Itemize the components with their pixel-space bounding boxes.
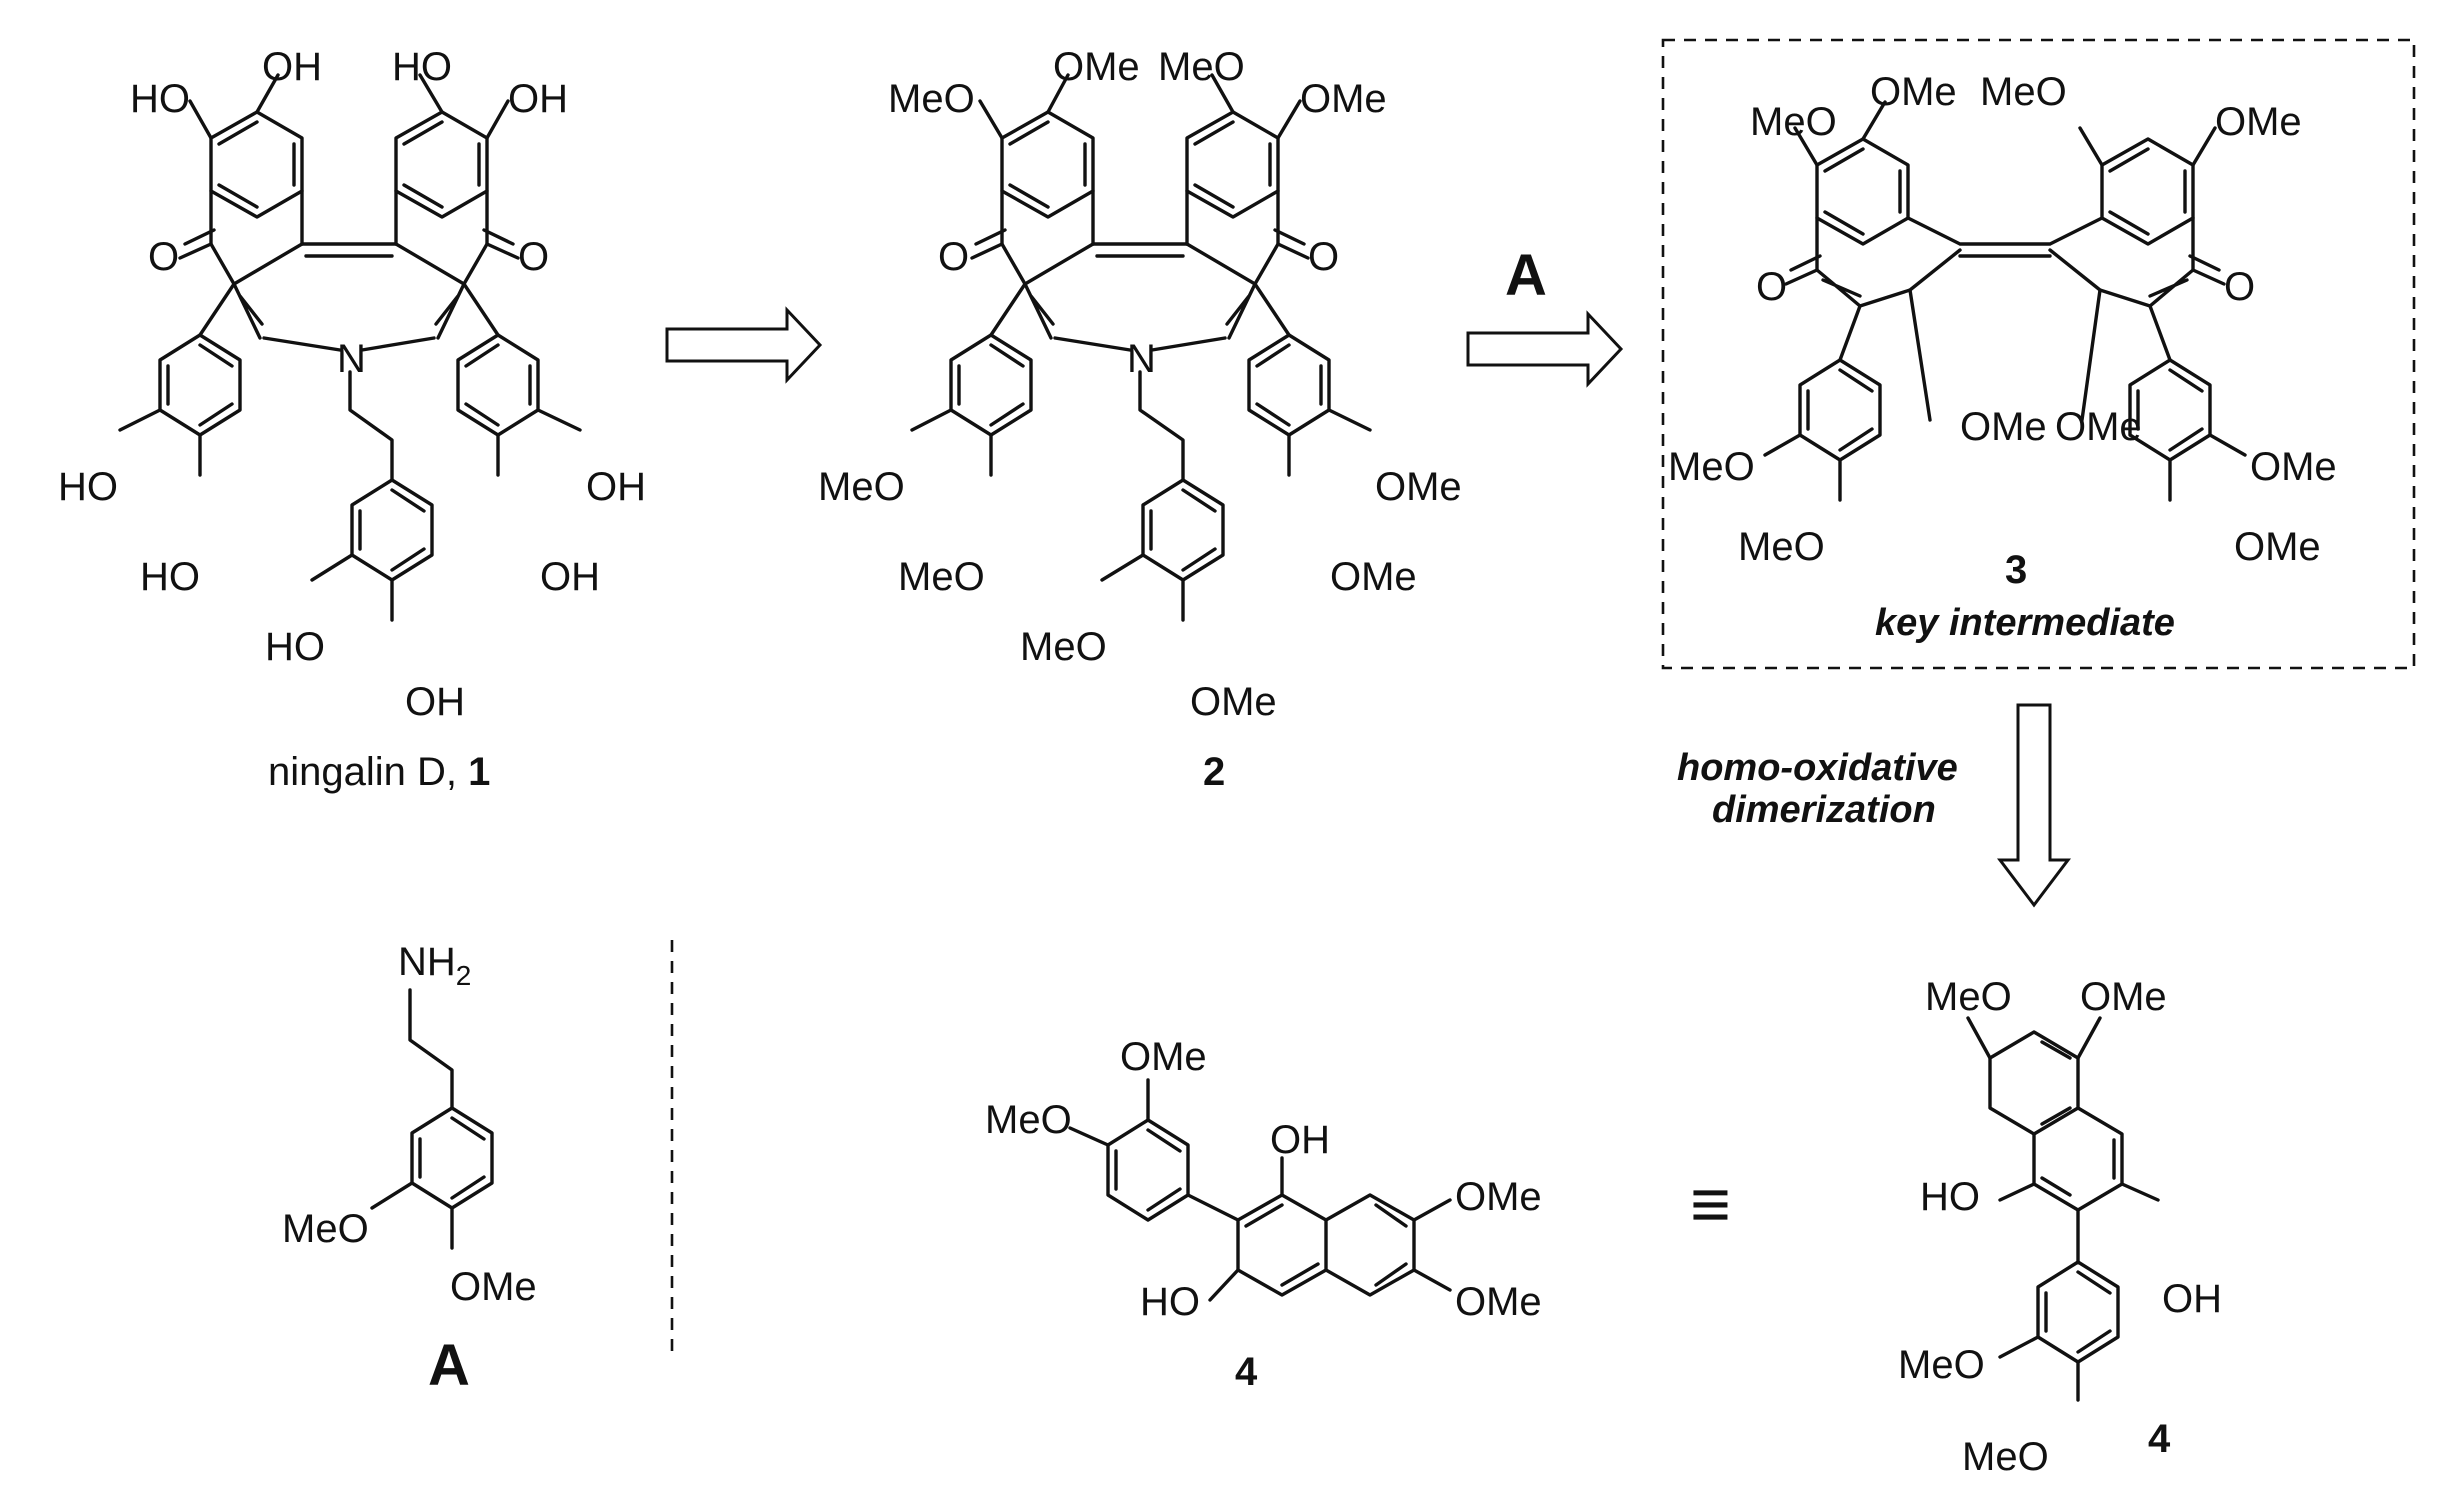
compound-4-right-label-MeO: MeO (1898, 1343, 1985, 1387)
compound-1-label-HO: HO (130, 77, 190, 121)
equivalence-symbol: ≡ (1690, 1165, 1731, 1243)
compound-1-label-OH: OH (405, 680, 465, 724)
compound-1-label-OH: OH (508, 77, 568, 121)
compound-2-label-MeO: MeO (1020, 625, 1107, 669)
compound-3-label-MeO: MeO (1980, 70, 2067, 114)
compound-3-label-OMe: OMe (2055, 405, 2142, 449)
arrow-reagent-label: A (1505, 243, 1547, 308)
compound-3-label-MeO: MeO (1750, 100, 1837, 144)
compound-2-label-OMe: OMe (1375, 465, 1462, 509)
compound-2-label-MeO: MeO (898, 555, 985, 599)
compound-3-label-O: O (2224, 265, 2255, 309)
compound-1-label-HO: HO (392, 45, 452, 89)
key-intermediate-box (1661, 38, 2416, 670)
compound-3-label-OMe: OMe (1870, 70, 1957, 114)
compound-1-label-OH: OH (586, 465, 646, 509)
compound-4-left-label-MeO: MeO (985, 1098, 1072, 1142)
compound-1-label-N: N (337, 337, 366, 381)
compound-4-left-label-OMe: OMe (1120, 1035, 1207, 1079)
compound-2-label-O: O (1308, 235, 1339, 279)
reagent-A-label-OMe: OMe (450, 1265, 537, 1309)
retrosynthesis-arrow-2 (1466, 310, 1624, 388)
compound-3-caption: key intermediate (1875, 602, 2175, 644)
reagent-A-label: A (428, 1333, 470, 1398)
compound-2-label-MeO: MeO (818, 465, 905, 509)
compound-3-label-O: O (1756, 265, 1787, 309)
compound-4-left-label-OH: OH (1270, 1118, 1330, 1162)
compound-2-label-MeO: MeO (1158, 45, 1245, 89)
step-label-line-2: dimerization (1712, 789, 1936, 831)
compound-1-label-O: O (518, 235, 549, 279)
compound-2-structure: MeO OMe MeO OMe O O N MeO MeO OMe OMe Me… (818, 45, 1462, 794)
compound-2-label-N: N (1127, 337, 1156, 381)
compound-4-left-label-HO: HO (1140, 1280, 1200, 1324)
compound-2-label-O: O (938, 235, 969, 279)
compound-1-label-HO: HO (140, 555, 200, 599)
reagent-A-label-NH2: NH2 (398, 940, 471, 991)
reagent-A-structure: NH2 MeO OMe A (282, 940, 537, 1398)
compound-4-right-label-MeO: MeO (1925, 975, 2012, 1019)
compound-4-right-label-OMe: OMe (2080, 975, 2167, 1019)
compound-1-label-HO: HO (58, 465, 118, 509)
compound-2-label-OMe: OMe (1330, 555, 1417, 599)
compound-2-label-OMe: OMe (1053, 45, 1140, 89)
compound-1-label-HO: HO (265, 625, 325, 669)
step-label-line-1: homo-oxidative (1677, 747, 1958, 789)
compound-2-label-MeO: MeO (888, 77, 975, 121)
compound-3-structure: MeO OMe MeO OMe O O OMe OMe MeO MeO OMe … (1668, 70, 2337, 644)
compound-4-right-label-MeO: MeO (1962, 1435, 2049, 1479)
compound-4-right-label-HO: HO (1920, 1175, 1980, 1219)
compound-3-label-OMe: OMe (2250, 445, 2337, 489)
compound-4-left-structure: OMe MeO OH OMe OMe HO 4 (985, 1035, 1542, 1394)
compound-1-structure: HO OH HO OH O O N HO HO OH OH HO OH ning… (58, 45, 646, 794)
compound-1-caption: ningalin D, 1 (268, 750, 490, 794)
compound-3-label-OMe: OMe (1960, 405, 2047, 449)
compound-2-label-OMe: OMe (1300, 77, 1387, 121)
compound-3-label-OMe: OMe (2234, 525, 2321, 569)
compound-4-left-label-OMe: OMe (1455, 1175, 1542, 1219)
compound-2-number: 2 (1203, 750, 1225, 794)
retrosynthesis-arrow-1 (665, 306, 823, 384)
retrosynthesis-arrow-3 (1996, 703, 2072, 908)
compound-3-label-MeO: MeO (1738, 525, 1825, 569)
compound-2-label-OMe: OMe (1190, 680, 1277, 724)
compound-4-left-label-OMe: OMe (1455, 1280, 1542, 1324)
compound-1-label-OH: OH (540, 555, 600, 599)
compound-4-right-number: 4 (2148, 1417, 2171, 1461)
compound-4-left-number: 4 (1235, 1350, 1258, 1394)
reagent-A-label-MeO: MeO (282, 1207, 369, 1251)
compound-4-right-label-OH: OH (2162, 1277, 2222, 1321)
compound-1-label-O: O (148, 235, 179, 279)
compound-3-label-OMe: OMe (2215, 100, 2302, 144)
compound-3-label-MeO: MeO (1668, 445, 1755, 489)
compound-4-right-structure: MeO OMe HO OH MeO MeO 4 (1898, 975, 2222, 1479)
compound-3-number: 3 (2005, 548, 2027, 592)
compound-1-label-OH: OH (262, 45, 322, 89)
